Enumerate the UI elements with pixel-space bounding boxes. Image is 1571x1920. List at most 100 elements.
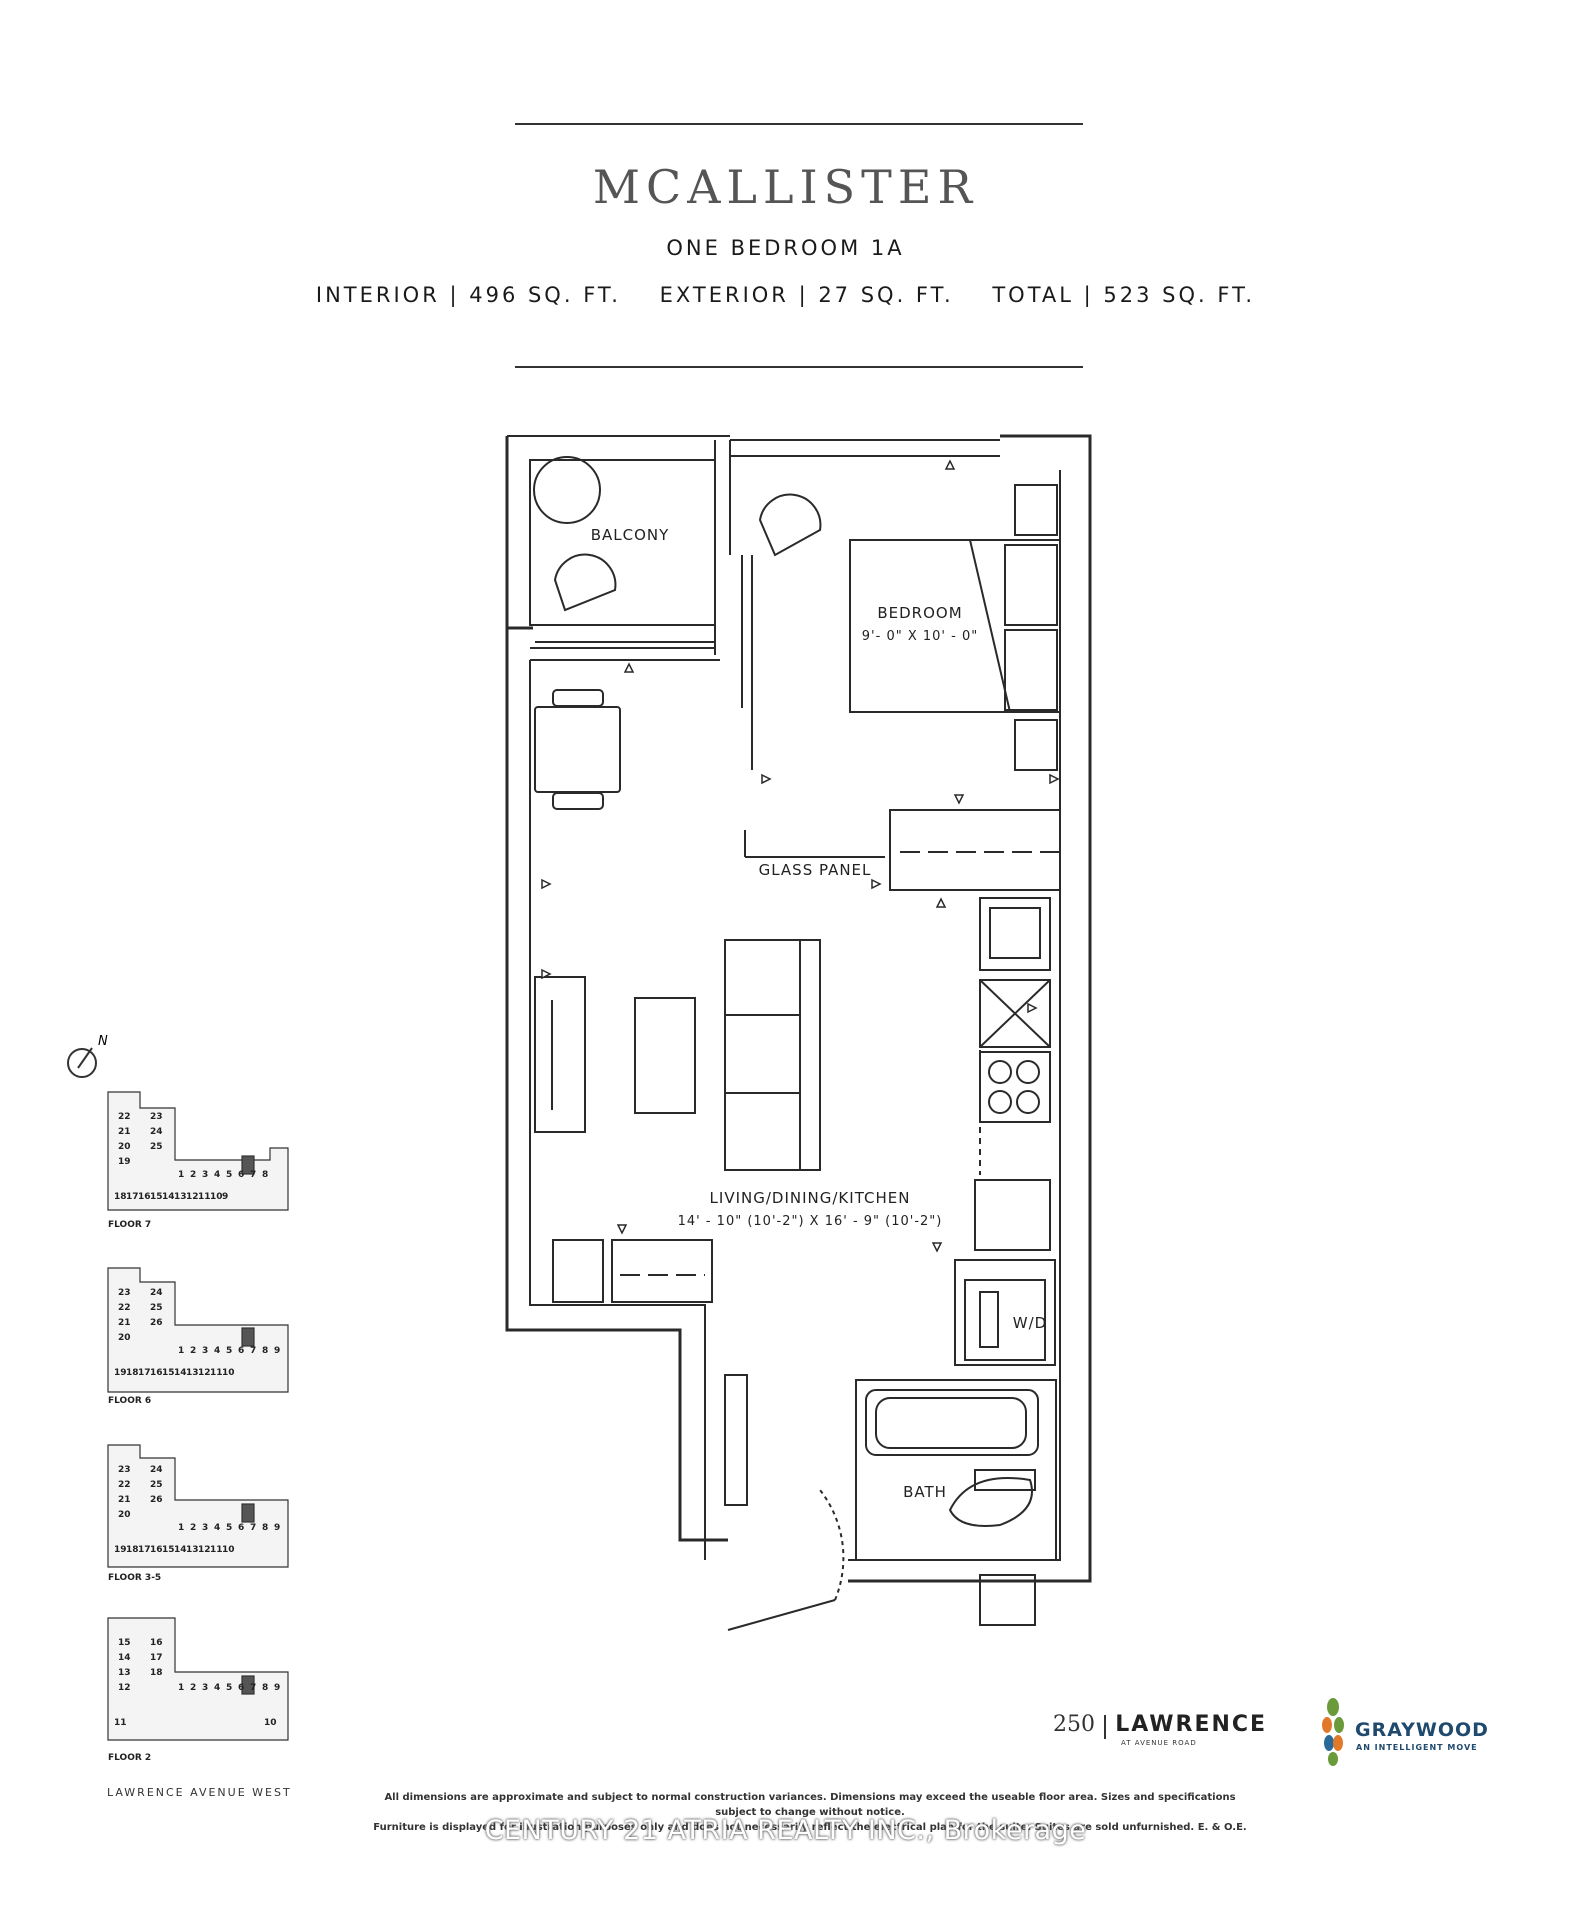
- keyplan-unit: 3: [202, 1523, 209, 1533]
- keyplan-floor-3-5: [107, 1444, 289, 1568]
- area-summary: INTERIOR | 496 SQ. FT. EXTERIOR | 27 SQ.…: [315, 283, 1256, 307]
- bottom-rule: [515, 366, 1083, 368]
- keyplan-unit: 5: [226, 1523, 233, 1533]
- keyplan-unit: 9: [274, 1523, 281, 1533]
- project-subtitle: AT AVENUE ROAD: [1121, 1739, 1197, 1747]
- keyplan-unit: 10: [210, 1192, 223, 1202]
- balcony-label: BALCONY: [591, 526, 670, 544]
- keyplan-unit: 26: [150, 1318, 163, 1328]
- living-dims: 14' - 10" (10'-2") X 16' - 9" (10'-2"): [678, 1214, 943, 1229]
- keyplan-unit: 10: [222, 1545, 235, 1555]
- keyplan-unit: 9: [274, 1346, 281, 1356]
- street-label: LAWRENCE AVENUE WEST: [107, 1786, 292, 1799]
- keyplan-unit: 22: [118, 1480, 131, 1490]
- keyplan-floor-6: [107, 1267, 289, 1393]
- keyplan-floor-label: FLOOR 6: [108, 1396, 152, 1406]
- keyplan-unit: 9: [222, 1192, 229, 1202]
- bath-area: [724, 1374, 1057, 1631]
- bedroom-label: BEDROOM: [877, 604, 962, 622]
- keyplan-unit: 14: [118, 1653, 131, 1663]
- keyplan-unit: 18: [126, 1368, 139, 1378]
- glass-panel-label: GLASS PANEL: [759, 861, 872, 879]
- developer-leaf-icon: [1322, 1698, 1344, 1766]
- keyplan-unit: 23: [118, 1288, 131, 1298]
- keyplan-floor-label: FLOOR 3-5: [108, 1573, 162, 1583]
- suite-type: ONE BEDROOM 1A: [666, 236, 905, 260]
- keyplan-unit: 21: [118, 1495, 131, 1505]
- keyplan-unit: 19: [118, 1157, 131, 1167]
- keyplan-unit: 8: [262, 1683, 269, 1693]
- living-label: LIVING/DINING/KITCHEN: [710, 1189, 911, 1207]
- keyplan-floor-7: [107, 1091, 289, 1211]
- keyplan-unit: 7: [250, 1170, 257, 1180]
- bath-label: BATH: [903, 1483, 947, 1501]
- door-markers: [541, 459, 1060, 1253]
- keyplan-unit: 20: [118, 1510, 131, 1520]
- keyplan-unit: 15: [118, 1638, 131, 1648]
- keyplan-unit: 13: [186, 1545, 199, 1555]
- keyplan-unit: 19: [114, 1545, 127, 1555]
- keyplan-unit: 25: [150, 1303, 163, 1313]
- disclaimer-line-1: All dimensions are approximate and subje…: [384, 1792, 1236, 1818]
- watermark: CENTURY 21 ATRIA REALTY INC., Brokerage: [484, 1815, 1087, 1846]
- keyplan-unit: 8: [262, 1523, 269, 1533]
- keyplan-unit: 24: [150, 1288, 163, 1298]
- north-arrow-icon: [67, 1047, 97, 1078]
- keyplan-unit: 17: [138, 1368, 151, 1378]
- keyplan-unit: 4: [214, 1170, 221, 1180]
- keyplan-unit: 23: [150, 1112, 163, 1122]
- keyplan-floor-label: FLOOR 2: [108, 1753, 152, 1763]
- wd-label: W/D: [1013, 1314, 1047, 1332]
- keyplan-unit: 17: [126, 1192, 139, 1202]
- exterior-walls: [505, 434, 1092, 1583]
- keyplan-unit: 7: [250, 1346, 257, 1356]
- keyplan-unit: 4: [214, 1346, 221, 1356]
- keyplan-unit: 12: [198, 1368, 211, 1378]
- keyplan-unit: 3: [202, 1346, 209, 1356]
- keyplan-unit: 3: [202, 1170, 209, 1180]
- keyplan-unit: 16: [150, 1368, 163, 1378]
- keyplan-unit: 1: [178, 1683, 185, 1693]
- keyplan-unit: 24: [150, 1465, 163, 1475]
- keyplan-unit: 17: [138, 1545, 151, 1555]
- keyplan-unit: 5: [226, 1170, 233, 1180]
- keyplan-floor-label: FLOOR 7: [108, 1220, 152, 1230]
- keyplan-unit: 3: [202, 1683, 209, 1693]
- keyplan-unit: 2: [190, 1683, 197, 1693]
- bedroom-area: [741, 484, 1061, 891]
- keyplan-unit: 4: [214, 1523, 221, 1533]
- keyplan-unit: 13: [118, 1668, 131, 1678]
- laundry-area: [954, 1259, 1056, 1366]
- keyplan-unit: 21: [118, 1318, 131, 1328]
- keyplan-unit: 19: [114, 1368, 127, 1378]
- keyplan-unit: 15: [162, 1368, 175, 1378]
- keyplan-unit: 18: [126, 1545, 139, 1555]
- model-name: MCALLISTER: [592, 160, 979, 214]
- keyplan-unit: 13: [186, 1368, 199, 1378]
- project-name: LAWRENCE: [1115, 1712, 1268, 1737]
- balcony-area: [529, 440, 822, 655]
- keyplan-unit: 5: [226, 1346, 233, 1356]
- keyplan-unit: 6: [238, 1346, 245, 1356]
- keyplan-unit: 26: [150, 1495, 163, 1505]
- keyplan-unit: 10: [264, 1718, 277, 1728]
- key-plans: [107, 1091, 289, 1741]
- keyplan-unit: 5: [226, 1683, 233, 1693]
- keyplan-unit: 1: [178, 1170, 185, 1180]
- keyplan-unit: 8: [262, 1346, 269, 1356]
- keyplan-unit: 15: [162, 1545, 175, 1555]
- keyplan-unit: 17: [150, 1653, 163, 1663]
- keyplan-unit: 11: [198, 1192, 211, 1202]
- keyplan-unit: 16: [138, 1192, 151, 1202]
- keyplan-unit: 2: [190, 1170, 197, 1180]
- developer-name: GRAYWOOD: [1355, 1719, 1489, 1741]
- keyplan-unit: 12: [198, 1545, 211, 1555]
- keyplan-unit: 2: [190, 1523, 197, 1533]
- keyplan-unit: 9: [274, 1683, 281, 1693]
- keyplan-unit: 2: [190, 1346, 197, 1356]
- keyplan-unit: 6: [238, 1170, 245, 1180]
- keyplan-unit: 4: [214, 1683, 221, 1693]
- keyplan-unit: 21: [118, 1127, 131, 1137]
- disclaimer: All dimensions are approximate and subje…: [370, 1790, 1250, 1835]
